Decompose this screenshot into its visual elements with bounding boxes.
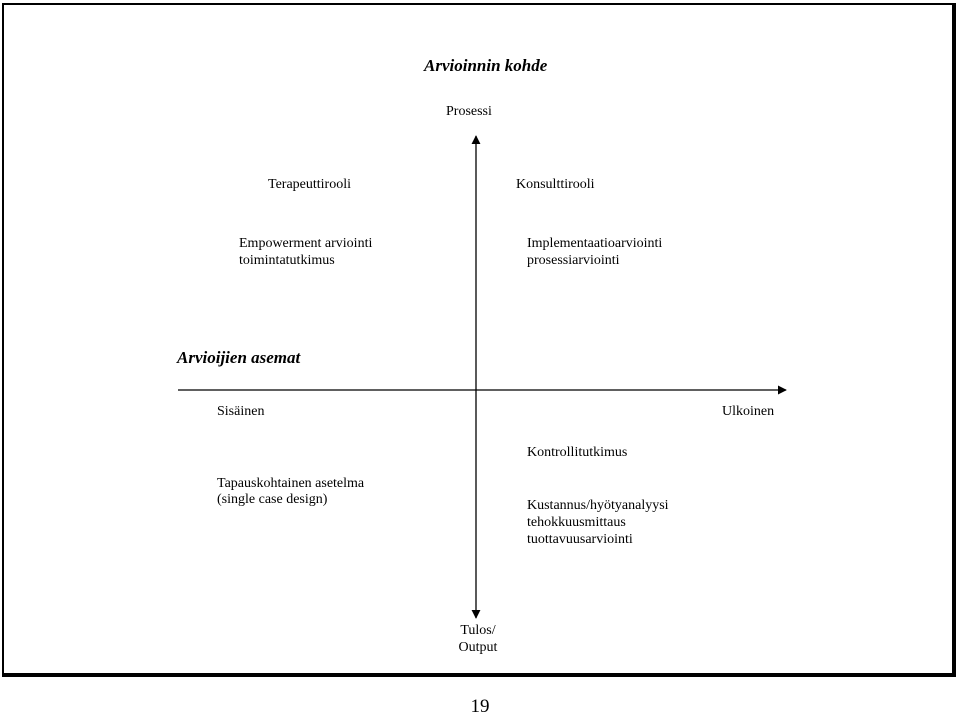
method-single-case-en: (single case design) [217,492,328,507]
method-implementation: Implementaatioarviointi [527,236,663,251]
axis-label-internal: Sisäinen [217,404,265,419]
method-cost-benefit: Kustannus/hyötyanalyysi [527,498,669,513]
axis-label-outcome: Tulos/ [460,623,496,638]
method-productivity: tuottavuusarviointi [527,532,633,547]
page-number: 19 [470,696,490,717]
axis-label-external: Ulkoinen [722,404,775,419]
method-process-evaluation: prosessiarviointi [527,253,620,268]
role-therapist: Terapeuttirooli [268,177,351,192]
role-controlled-study: Kontrollitutkimus [527,445,628,460]
method-efficiency: tehokkuusmittaus [527,515,626,530]
method-empowerment: Empowerment arviointi [239,236,373,251]
title-evaluation-object: Arvioinnin kohde [424,56,548,75]
role-consultant: Konsulttirooli [516,177,595,192]
title-evaluator-positions: Arvioijien asemat [177,348,301,367]
axis-label-process: Prosessi [446,104,492,119]
method-single-case: Tapauskohtainen asetelma [217,476,365,491]
axis-label-output: Output [458,640,498,655]
diagram-frame [2,3,956,677]
method-action-research: toimintatutkimus [239,253,335,268]
